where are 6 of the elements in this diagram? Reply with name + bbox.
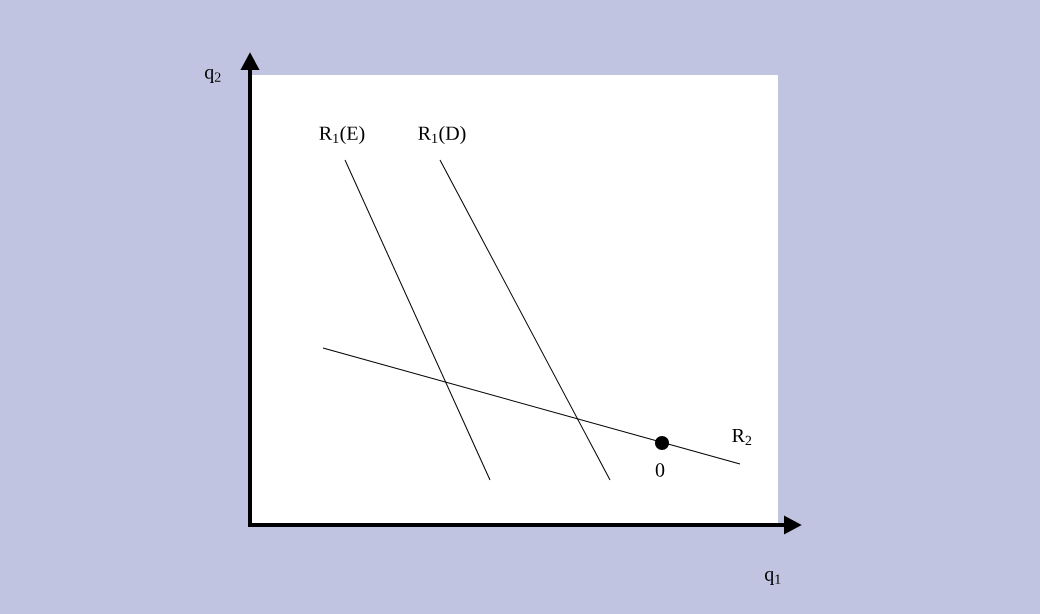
curve-label: R$_{1}$(E) (319, 125, 365, 145)
axis-label: q$_{1}$ (765, 571, 781, 585)
point-label: 0 (655, 463, 665, 477)
curve-label: R$_{1}$(D) (418, 125, 466, 145)
curve-label: R$_{2}$ (732, 428, 752, 446)
axis-label: q$_{2}$ (205, 69, 221, 83)
